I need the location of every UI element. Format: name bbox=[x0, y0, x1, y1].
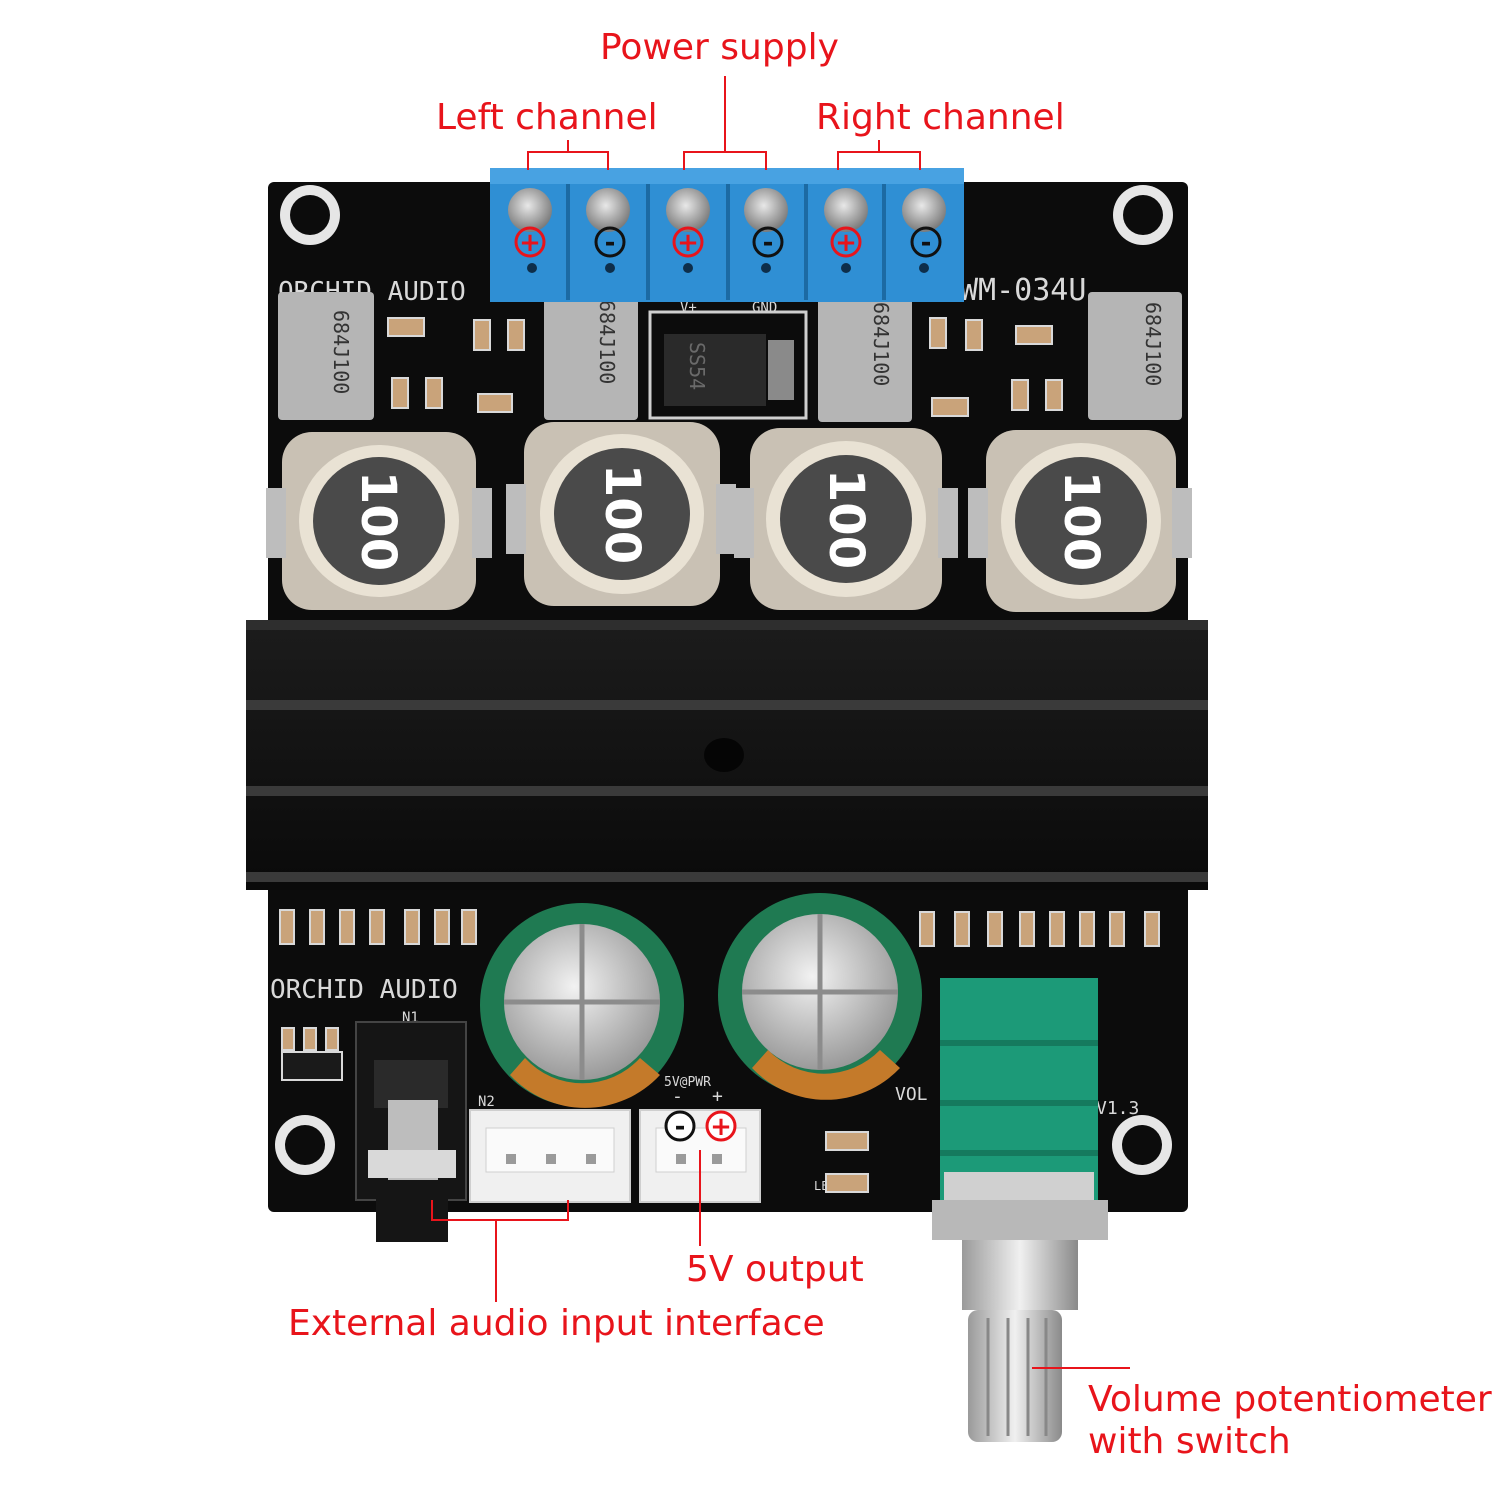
inductor-code-4: 100 bbox=[1053, 471, 1109, 571]
heatsink bbox=[246, 620, 1208, 890]
film-capacitor-1: 684J100 bbox=[278, 292, 374, 420]
input-connector-n2 bbox=[469, 1109, 631, 1203]
output-polarity-minus: - bbox=[664, 1110, 696, 1142]
five-v-pwr-silkscreen: 5V@PWR bbox=[664, 1075, 711, 1090]
external-audio-label: External audio input interface bbox=[288, 1303, 825, 1344]
output-minus-silkscreen: - bbox=[672, 1086, 683, 1107]
power-supply-bracket bbox=[683, 76, 767, 170]
mounting-hole-top-right bbox=[1113, 185, 1173, 245]
left-channel-bracket bbox=[527, 140, 609, 170]
inductor-2: 100 bbox=[506, 422, 736, 606]
left-channel-label: Left channel bbox=[436, 97, 658, 138]
capacitor-code-2: 684J100 bbox=[595, 300, 619, 384]
volume-pot-label-line2: with switch bbox=[1088, 1421, 1291, 1462]
capacitor-code-3: 684J100 bbox=[869, 302, 893, 386]
svg-text:-: - bbox=[921, 228, 932, 258]
brand-bottom-silkscreen: ORCHID AUDIO bbox=[270, 975, 458, 1005]
svg-text:+: + bbox=[677, 228, 699, 258]
smd-components-top bbox=[387, 317, 1063, 417]
svg-text:-: - bbox=[763, 228, 774, 258]
diode-code: SS54 bbox=[685, 342, 709, 390]
terminal-polarity-3: + bbox=[672, 226, 704, 258]
output-plus-silkscreen: + bbox=[712, 1086, 723, 1107]
svg-text:+: + bbox=[519, 228, 541, 258]
model-silkscreen: WM-034U bbox=[960, 273, 1086, 308]
five-v-output-label: 5V output bbox=[686, 1249, 864, 1290]
inductor-code-3: 100 bbox=[818, 469, 874, 569]
audio-jack bbox=[355, 1021, 467, 1242]
mounting-hole-bottom-left bbox=[275, 1115, 335, 1175]
film-capacitor-4: 684J100 bbox=[1088, 292, 1182, 420]
svg-text:-: - bbox=[605, 228, 616, 258]
inductor-code-1: 100 bbox=[350, 471, 406, 571]
screw-terminal-block bbox=[490, 168, 964, 302]
svg-text:-: - bbox=[675, 1112, 686, 1142]
terminal-polarity-1: + bbox=[514, 226, 546, 258]
capacitor-code-1: 684J100 bbox=[329, 310, 353, 394]
right-channel-label: Right channel bbox=[816, 97, 1065, 138]
volume-potentiometer bbox=[932, 978, 1108, 1442]
annotation-lines bbox=[431, 76, 1130, 1369]
capacitor-code-4: 684J100 bbox=[1141, 302, 1165, 386]
inductor-1: 100 bbox=[266, 432, 492, 610]
output-polarity-plus: + bbox=[705, 1110, 737, 1142]
mounting-hole-bottom-right bbox=[1112, 1115, 1172, 1175]
inductor-3: 100 bbox=[734, 428, 958, 610]
n2-silkscreen: N2 bbox=[478, 1094, 495, 1110]
electrolytic-capacitor-left bbox=[480, 903, 684, 1108]
electrolytic-capacitor-right bbox=[718, 893, 922, 1100]
terminal-polarity-2: - bbox=[594, 226, 626, 258]
svg-text:+: + bbox=[710, 1112, 732, 1142]
ss54-diode: SS54 bbox=[648, 310, 808, 420]
power-supply-label: Power supply bbox=[600, 27, 839, 68]
inductor-code-2: 100 bbox=[594, 464, 650, 564]
volume-pot-label-line1: Volume potentiometer bbox=[1088, 1379, 1492, 1420]
terminal-polarity-6: - bbox=[910, 226, 942, 258]
film-capacitor-3: 684J100 bbox=[818, 294, 912, 422]
terminal-polarity-4: - bbox=[752, 226, 784, 258]
version-silkscreen: V1.3 bbox=[1096, 1098, 1139, 1119]
mounting-hole-top-left bbox=[280, 185, 340, 245]
svg-text:+: + bbox=[835, 228, 857, 258]
terminal-polarity-5: + bbox=[830, 226, 862, 258]
film-capacitor-2: 684J100 bbox=[544, 292, 638, 420]
vol-silkscreen: VOL bbox=[895, 1084, 928, 1105]
external-audio-bracket bbox=[431, 1200, 569, 1302]
inductor-4: 100 bbox=[968, 430, 1192, 612]
smd-components-bottom bbox=[279, 909, 1160, 1193]
right-channel-bracket bbox=[837, 140, 921, 170]
